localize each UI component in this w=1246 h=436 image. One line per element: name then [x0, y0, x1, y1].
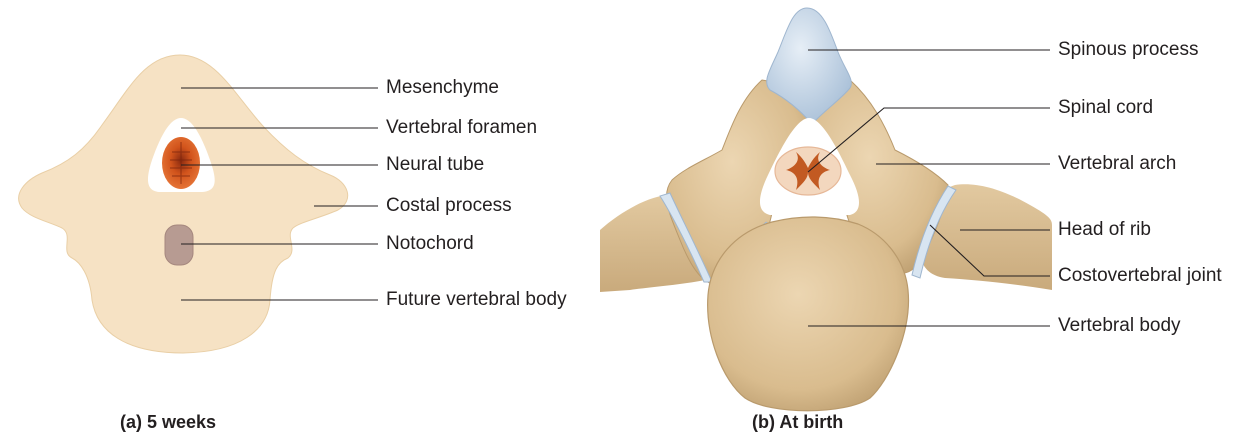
- label-costal-process: Costal process: [386, 195, 512, 217]
- caption-panel-b: (b) At birth: [752, 412, 843, 433]
- label-head-of-rib: Head of rib: [1058, 219, 1151, 241]
- spinal-cord-shape: [775, 147, 841, 195]
- panel-b-drawing: [600, 8, 1052, 411]
- label-vertebral-foramen: Vertebral foramen: [386, 117, 537, 139]
- mesenchyme-shape: [19, 55, 348, 353]
- label-mesenchyme: Mesenchyme: [386, 77, 499, 99]
- label-spinous-process: Spinous process: [1058, 39, 1198, 61]
- label-future-vertebral-body: Future vertebral body: [386, 289, 567, 311]
- label-vertebral-body: Vertebral body: [1058, 315, 1181, 337]
- label-spinal-cord: Spinal cord: [1058, 97, 1153, 119]
- notochord-shape: [165, 225, 193, 265]
- label-notochord: Notochord: [386, 233, 474, 255]
- label-costovertebral-joint: Costovertebral joint: [1058, 265, 1222, 287]
- label-neural-tube: Neural tube: [386, 154, 484, 176]
- label-vertebral-arch: Vertebral arch: [1058, 153, 1176, 175]
- panel-a-drawing: [19, 55, 348, 353]
- vertebral-body-shape: [708, 217, 909, 411]
- caption-panel-a: (a) 5 weeks: [120, 412, 216, 433]
